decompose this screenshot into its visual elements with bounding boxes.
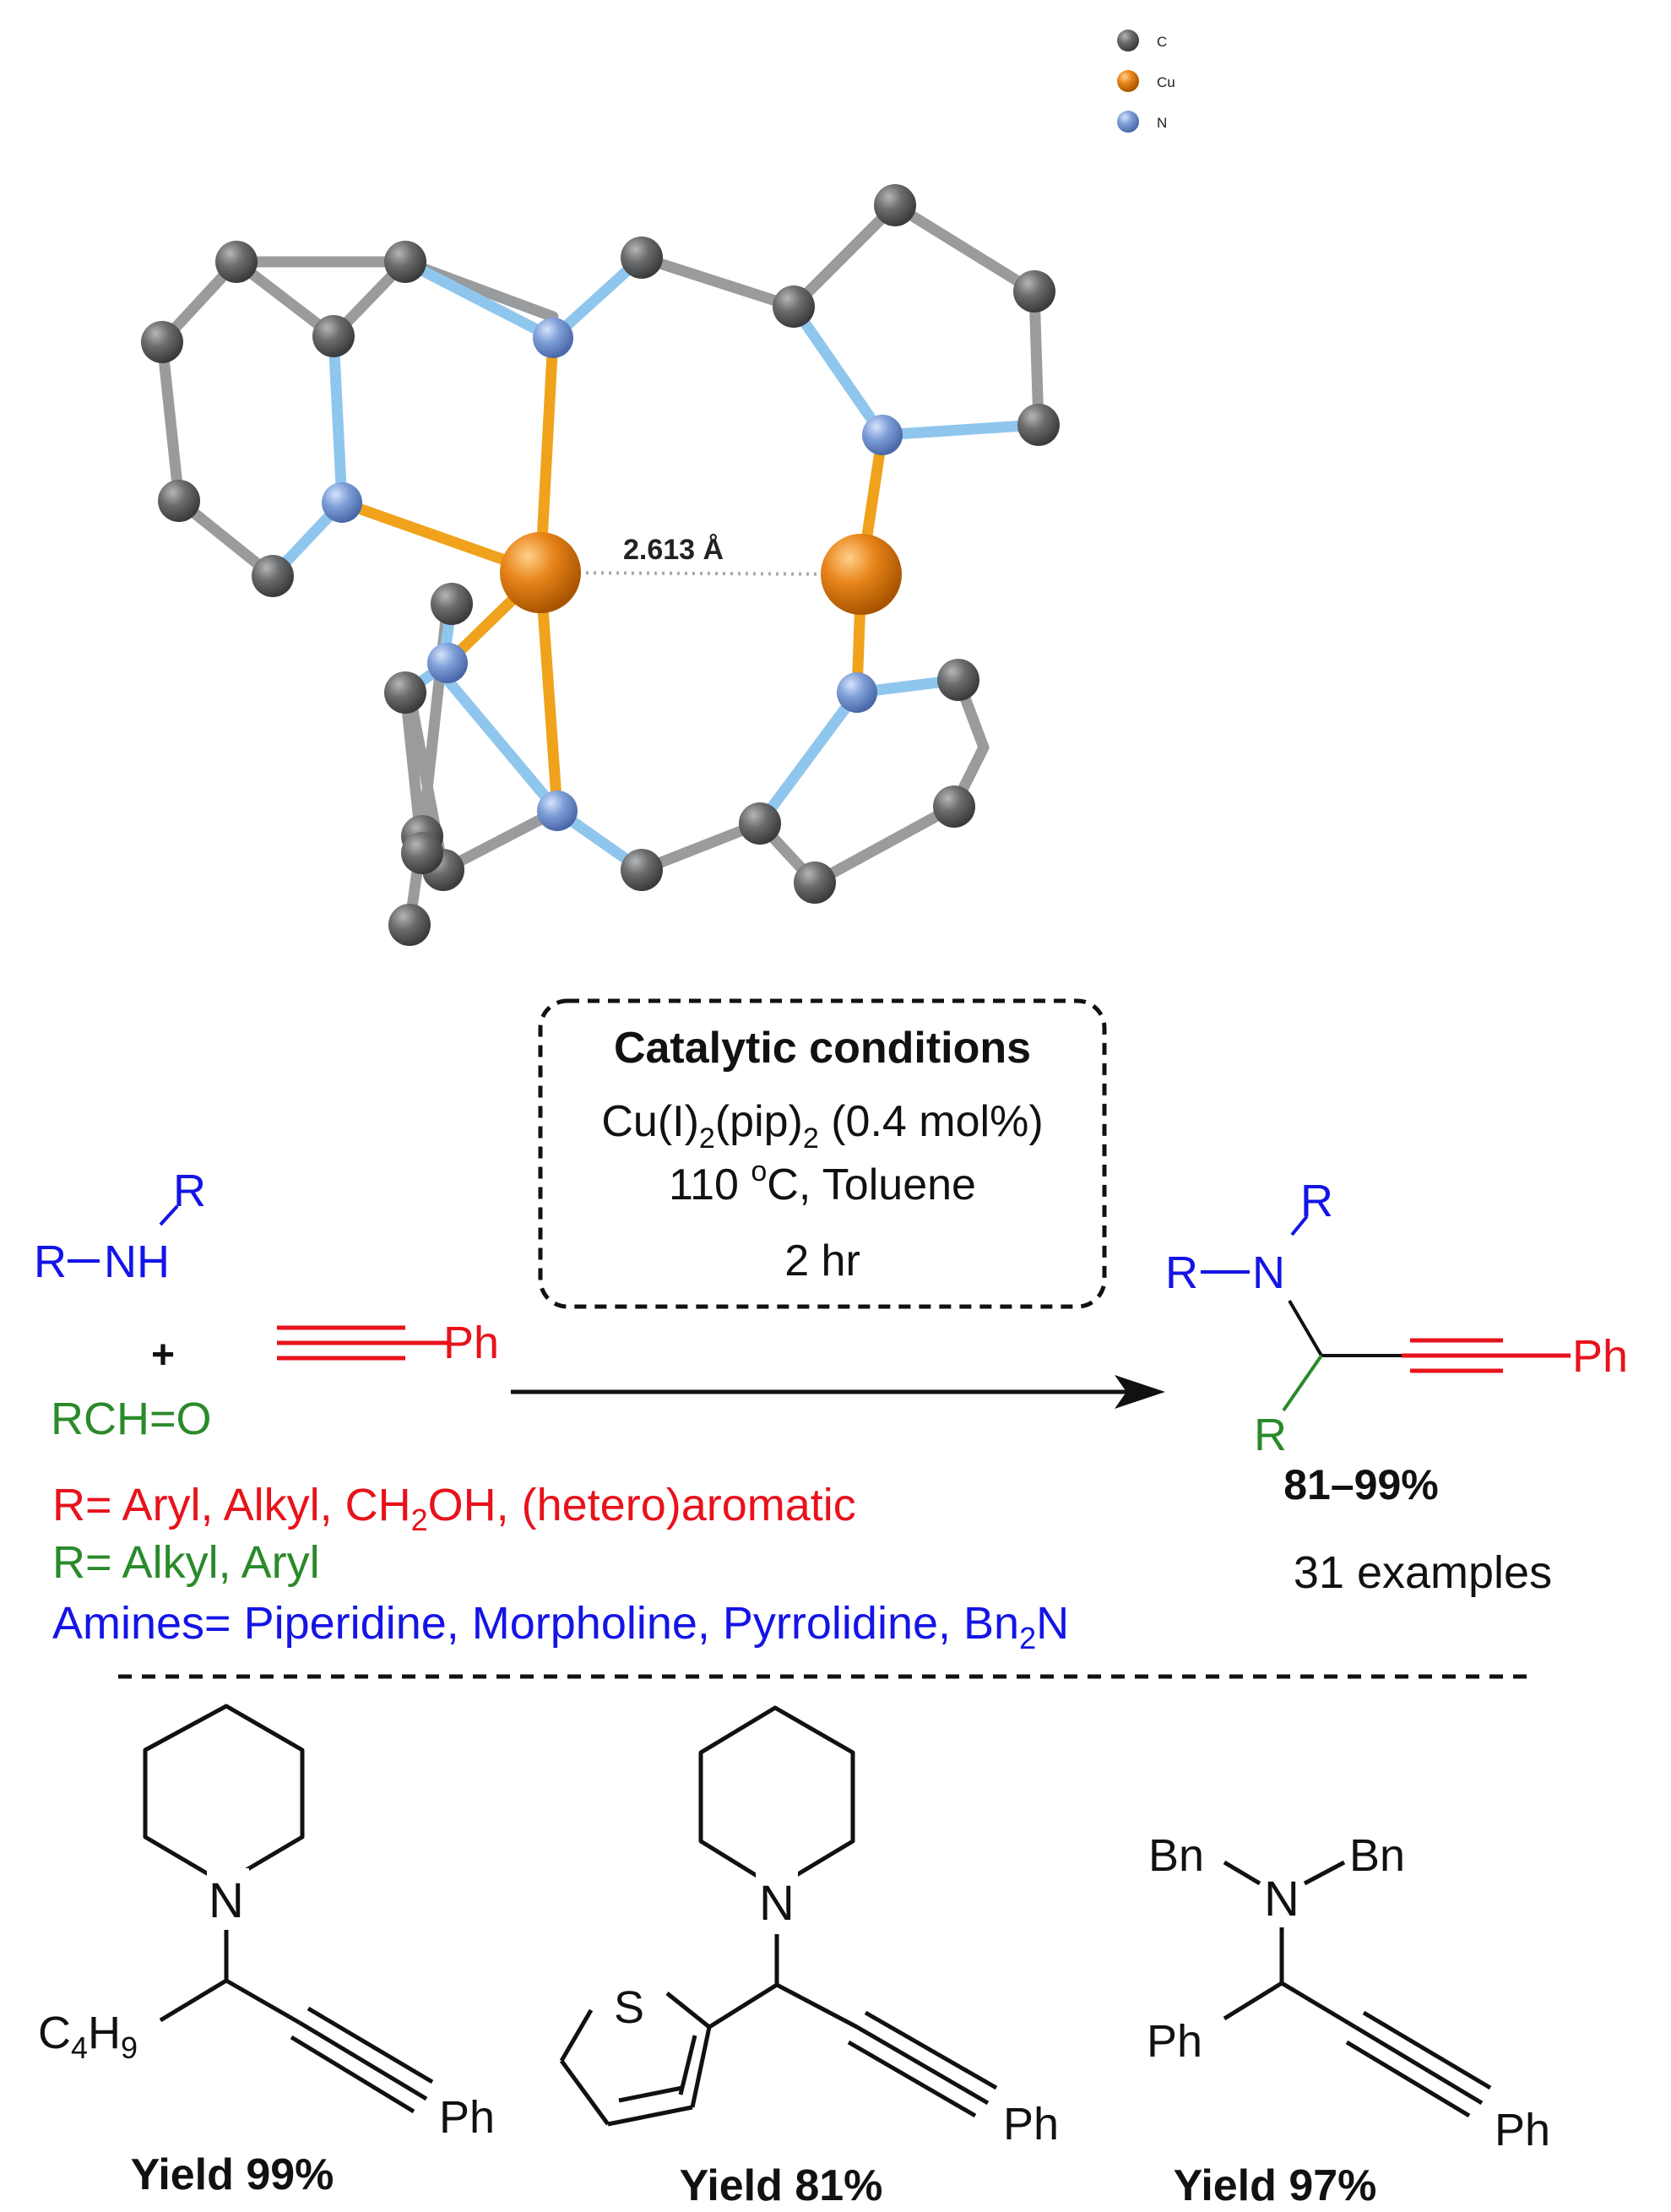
conditions-border	[538, 998, 1107, 1309]
example-1-n: N	[209, 1873, 244, 1928]
cu-cu-distance-line	[540, 571, 862, 576]
example-1-n-bg	[207, 1868, 249, 1924]
example-3-ph-left: Ph	[1147, 2016, 1202, 2067]
scope-text: R= Aryl, Alkyl, CH2OH, (hetero)aromatic …	[52, 1480, 1069, 1655]
product-n: N	[1252, 1247, 1285, 1298]
legend-carbon-swatch	[1117, 30, 1139, 52]
legend-nitrogen-label: N	[1157, 115, 1167, 131]
example-3-yield: Yield 97%	[1174, 2161, 1377, 2210]
example-2-n-bg	[756, 1871, 798, 1928]
scope-line-r-red: R= Aryl, Alkyl, CH2OH, (hetero)aromatic	[52, 1480, 856, 1537]
conditions-time: 2 hr	[784, 1236, 860, 1285]
copper-atoms	[500, 532, 902, 615]
amine-nh: NH	[104, 1236, 170, 1287]
product-r-left: R	[1165, 1247, 1198, 1298]
product-examples: 31 examples	[1294, 1547, 1552, 1598]
conditions-catalyst: Cu(I)2(pip)2 (0.4 mol%)	[601, 1097, 1043, 1155]
amine-r-top: R	[173, 1166, 206, 1216]
product-bond-rtop	[1290, 1215, 1309, 1236]
example-3-structure	[1223, 1860, 1492, 2118]
reaction-arrow	[511, 1375, 1165, 1409]
example-3-ph: Ph	[1495, 2105, 1550, 2155]
example-3-bn-left: Bn	[1148, 1830, 1204, 1881]
product-structure: R R N Ph R 81–99% 31 examples	[1165, 1176, 1628, 1598]
plus-sign: +	[151, 1333, 175, 1378]
nitrogen-atoms	[322, 318, 903, 831]
amine-r-left: R	[34, 1236, 67, 1287]
reactants: R R NH + RCH=O Ph	[34, 1166, 499, 1444]
conditions-temperature: 110 oC, Toluene	[669, 1155, 976, 1209]
legend-carbon-label: C	[1157, 34, 1167, 50]
alkyne-ph: Ph	[443, 1318, 499, 1368]
carbon-atoms	[141, 184, 1060, 946]
legend-copper-swatch	[1117, 70, 1139, 92]
product-ph: Ph	[1572, 1331, 1628, 1382]
alkyne-reactant	[277, 1325, 448, 1361]
carbon-bonds	[156, 199, 1044, 931]
cu-cu-distance-label: 2.613 Å	[623, 534, 724, 566]
crystal-structure: 2.613 Å	[141, 184, 1060, 946]
example-2-ph: Ph	[1003, 2099, 1059, 2149]
example-2-n: N	[759, 1876, 795, 1931]
product-bond-n-c	[1288, 1299, 1323, 1357]
product-r-bottom: R	[1254, 1410, 1287, 1460]
example-1-ph: Ph	[439, 2092, 495, 2143]
example-1-yield: Yield 99%	[131, 2150, 334, 2199]
example-2-s: S	[614, 1982, 644, 2033]
example-3-n: N	[1264, 1872, 1299, 1927]
example-1-structure	[143, 1704, 434, 2114]
amine-bond-up	[159, 1204, 179, 1226]
legend-copper-label: Cu	[1157, 74, 1175, 90]
scope-line-amines: Amines= Piperidine, Morpholine, Pyrrolid…	[52, 1598, 1069, 1655]
example-3-bn-right: Bn	[1349, 1830, 1405, 1881]
conditions-box: Catalytic conditions Cu(I)2(pip)2 (0.4 m…	[538, 998, 1107, 1309]
product-bond-c-r	[1282, 1354, 1323, 1412]
example-2-yield: Yield 81%	[680, 2161, 883, 2210]
conditions-title: Catalytic conditions	[614, 1024, 1031, 1073]
example-1-substituent: C4H9	[38, 2008, 138, 2065]
atom-legend: C Cu N	[1117, 30, 1175, 133]
product-alkyne	[1402, 1338, 1571, 1373]
scope-line-r-green: R= Alkyl, Aryl	[52, 1537, 320, 1588]
product-yield-range: 81–99%	[1283, 1461, 1439, 1508]
legend-nitrogen-swatch	[1117, 111, 1139, 133]
aldehyde: RCH=O	[51, 1394, 212, 1444]
